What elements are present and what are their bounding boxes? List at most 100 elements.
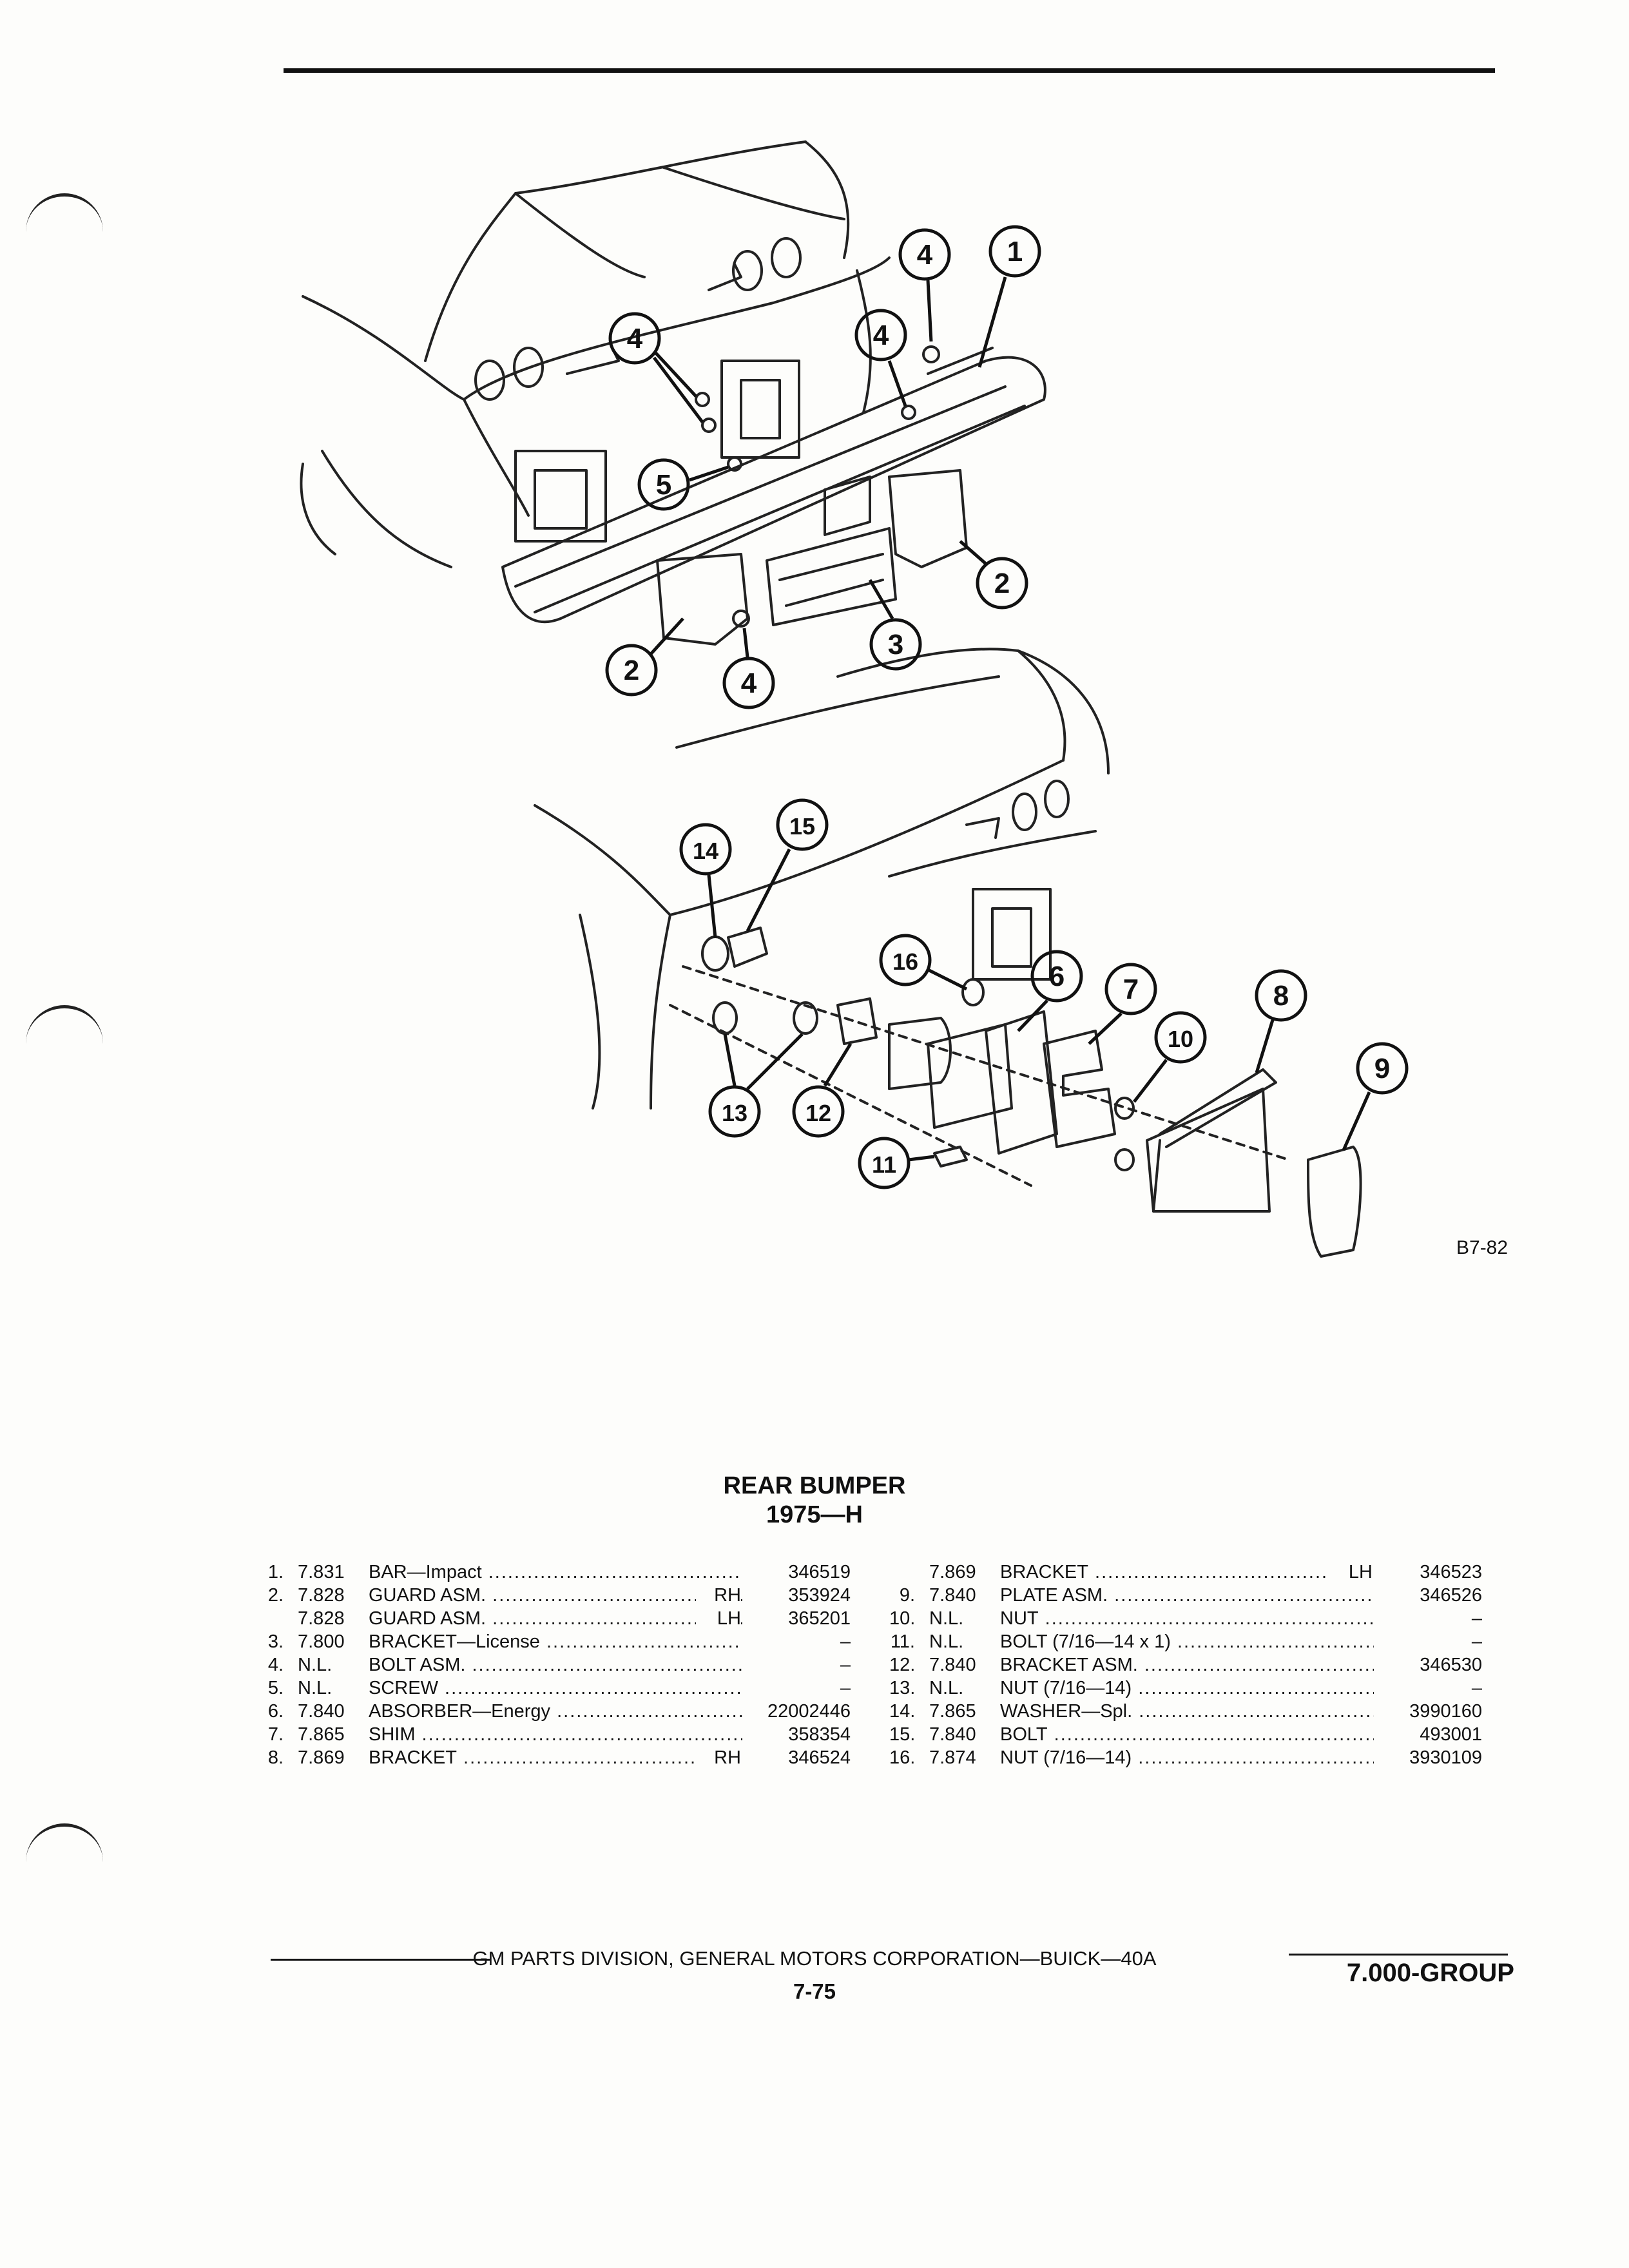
callout-label: 1 bbox=[1007, 236, 1023, 267]
callout-label: 5 bbox=[656, 469, 671, 501]
group-number: 7.840 bbox=[929, 1724, 976, 1745]
part-number: – bbox=[840, 1678, 851, 1698]
item-number: 4. bbox=[267, 1655, 284, 1675]
callout-4-top bbox=[898, 228, 951, 342]
part-description: BRACKET ASM. ...........................… bbox=[1000, 1655, 1374, 1675]
part-description: ABSORBER—Energy ........................… bbox=[369, 1701, 742, 1722]
callout-4-bottom bbox=[722, 628, 775, 709]
group-number: N.L. bbox=[298, 1655, 333, 1675]
callout-label: 14 bbox=[693, 838, 718, 864]
part-description: NUT ....................................… bbox=[1000, 1608, 1374, 1629]
lower-body-panel bbox=[534, 648, 1110, 1110]
footer-rule-right bbox=[1289, 1954, 1508, 1956]
callout-label: 4 bbox=[741, 668, 757, 699]
callout-2-right bbox=[959, 540, 1028, 610]
part-number: 358354 bbox=[788, 1724, 851, 1745]
upper-impact-bar bbox=[501, 347, 1046, 624]
item-number: 5. bbox=[267, 1678, 284, 1698]
parts-row: 11.N.L.BOLT (7/16—14 x 1) ..............… bbox=[889, 1630, 1508, 1653]
part-description: GUARD ASM. .............................… bbox=[369, 1585, 742, 1606]
part-number: 3990160 bbox=[1409, 1701, 1482, 1722]
callout-15 bbox=[746, 798, 829, 932]
item-number: 3. bbox=[267, 1631, 284, 1652]
item-number: 13. bbox=[889, 1678, 916, 1698]
item-number: 12. bbox=[889, 1655, 916, 1675]
group-number: 7.874 bbox=[929, 1747, 976, 1768]
group-number: 7.865 bbox=[929, 1701, 976, 1722]
group-number: 7.840 bbox=[298, 1701, 345, 1722]
callout-label: 4 bbox=[917, 239, 933, 271]
part-description: BAR—Impact .............................… bbox=[369, 1562, 742, 1582]
callout-8 bbox=[1255, 969, 1307, 1073]
group-number: N.L. bbox=[929, 1608, 964, 1629]
upper-fasteners bbox=[695, 345, 940, 628]
part-number: 493001 bbox=[1420, 1724, 1482, 1745]
callout-label: 13 bbox=[722, 1100, 747, 1126]
part-description: BRACKET ................................… bbox=[1000, 1562, 1374, 1582]
page-number: 7-75 bbox=[793, 1979, 836, 2003]
part-description: BOLT ...................................… bbox=[1000, 1724, 1374, 1745]
callout-label: 2 bbox=[994, 568, 1010, 599]
callout-7 bbox=[1088, 963, 1157, 1045]
group-number: 7.865 bbox=[298, 1724, 345, 1745]
group-label: 7.000-GROUP bbox=[1346, 1959, 1514, 1987]
callout-label: 15 bbox=[789, 813, 815, 840]
part-number: 346524 bbox=[788, 1747, 851, 1768]
part-number: – bbox=[1471, 1608, 1482, 1629]
part-number: 346519 bbox=[788, 1562, 851, 1582]
callout-label: 3 bbox=[888, 629, 903, 660]
binder-punch-mark bbox=[26, 1005, 103, 1047]
callout-label: 4 bbox=[627, 323, 643, 354]
callout-label: 4 bbox=[873, 320, 889, 351]
part-number: 3930109 bbox=[1409, 1747, 1482, 1768]
item-number: 7. bbox=[267, 1724, 284, 1745]
item-number: 6. bbox=[267, 1701, 284, 1722]
part-number: 365201 bbox=[788, 1608, 851, 1629]
page-title: REAR BUMPER bbox=[723, 1472, 906, 1499]
callout-label: 10 bbox=[1168, 1026, 1193, 1052]
part-number: 346526 bbox=[1420, 1585, 1482, 1606]
binder-punch-mark bbox=[26, 193, 103, 235]
item-number: 15. bbox=[889, 1724, 916, 1745]
group-number: 7.869 bbox=[298, 1747, 345, 1768]
part-description: BOLT ASM. ..............................… bbox=[369, 1655, 742, 1675]
callout-9 bbox=[1342, 1042, 1409, 1151]
parts-row: 15. 7.840 BOLT ...........................… bbox=[889, 1723, 1508, 1746]
callout-label: 7 bbox=[1123, 974, 1139, 1005]
part-number: 346530 bbox=[1420, 1655, 1482, 1675]
callout-10 bbox=[1133, 1011, 1207, 1103]
upper-body-panel bbox=[300, 140, 891, 568]
item-number: 11. bbox=[890, 1631, 915, 1652]
side-designation: RH bbox=[696, 1746, 741, 1769]
item-number: 14. bbox=[889, 1701, 916, 1722]
item-number: 16. bbox=[889, 1747, 916, 1768]
callout-11 bbox=[858, 1137, 935, 1189]
callout-16 bbox=[879, 934, 968, 991]
callout-markers bbox=[605, 225, 1409, 1189]
callout-labels: 1 4 4 4 5 2 3 2 4 14 15 16 6 7 8 10 9 13… bbox=[624, 236, 1390, 1178]
callout-label: 16 bbox=[892, 948, 918, 975]
footer-rule-left bbox=[271, 1959, 490, 1961]
lower-absorber-assembly bbox=[669, 927, 1362, 1258]
callout-3 bbox=[868, 579, 922, 671]
part-description: NUT (7/16—14) ..........................… bbox=[1000, 1747, 1374, 1768]
callout-4-left bbox=[608, 312, 704, 423]
part-description: BRACKET—License ........................… bbox=[369, 1631, 742, 1652]
part-description: GUARD ASM. .............................… bbox=[369, 1608, 742, 1629]
side-designation: LH bbox=[1327, 1561, 1373, 1584]
group-number: 7.831 bbox=[298, 1562, 345, 1582]
callout-label: 2 bbox=[624, 655, 639, 686]
part-number: – bbox=[840, 1631, 851, 1652]
item-number: 8. bbox=[267, 1747, 284, 1768]
item-number: 10. bbox=[889, 1608, 916, 1629]
part-description: NUT (7/16—14) ..........................… bbox=[1000, 1678, 1374, 1698]
parts-row: 10. N.L. NUT .............................… bbox=[889, 1607, 1508, 1630]
part-number: 22002446 bbox=[767, 1701, 851, 1722]
part-description: PLATE ASM. .............................… bbox=[1000, 1585, 1374, 1606]
